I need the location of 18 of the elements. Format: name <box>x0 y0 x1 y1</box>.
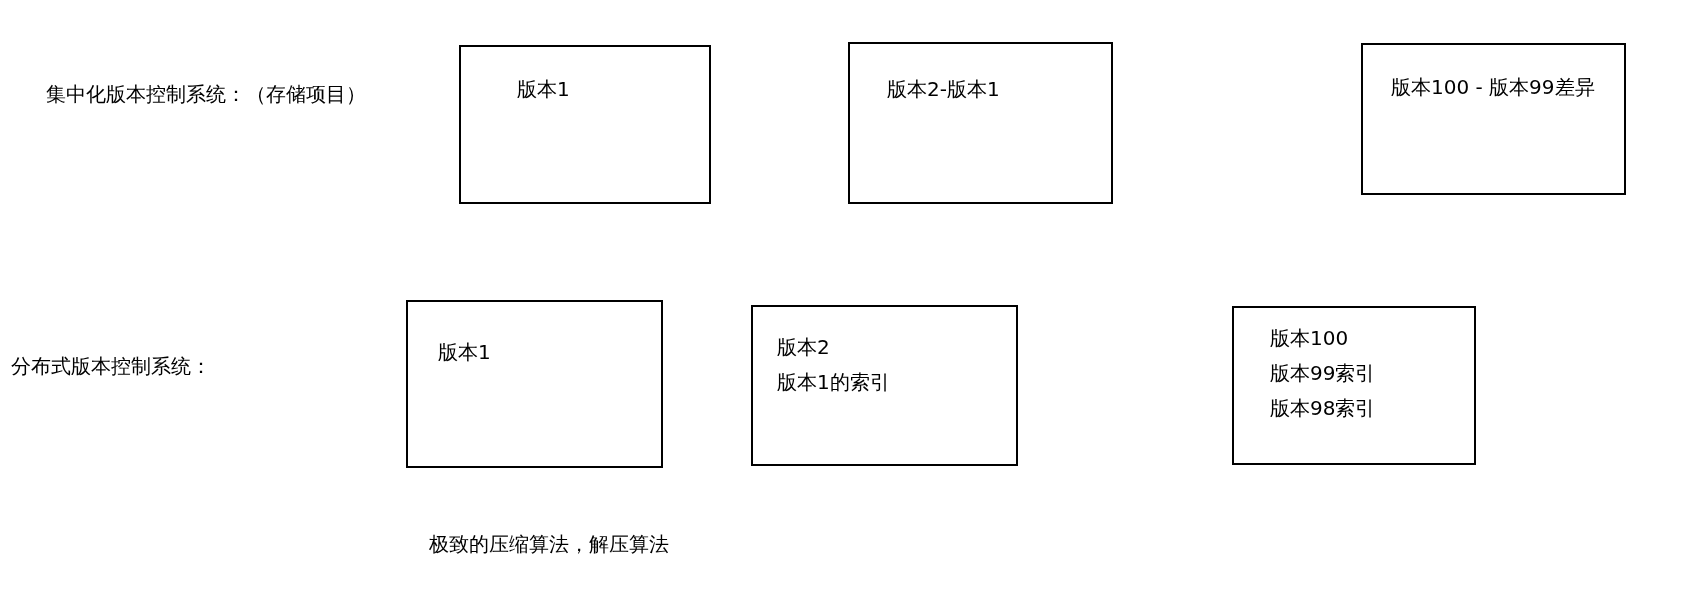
version-box <box>459 45 711 204</box>
box-text: 版本98索引 <box>1270 396 1376 420</box>
box-text: 版本99索引 <box>1270 361 1376 385</box>
box-text: 版本100 - 版本99差异 <box>1391 75 1595 99</box>
version-box <box>1232 306 1476 465</box>
box-text: 版本1 <box>438 340 491 364</box>
box-text: 版本1的索引 <box>777 370 890 394</box>
box-text: 版本2 <box>777 335 830 359</box>
version-box <box>751 305 1018 466</box>
box-text: 版本2-版本1 <box>887 77 1000 101</box>
note-text: 集中化版本控制系统：（存储项目） <box>46 82 366 106</box>
version-box <box>406 300 663 468</box>
box-text: 版本1 <box>517 77 570 101</box>
version-box <box>848 42 1113 204</box>
note-text: 分布式版本控制系统： <box>11 354 211 378</box>
box-text: 版本100 <box>1270 326 1349 350</box>
note-text: 极致的压缩算法，解压算法 <box>429 532 669 556</box>
version-box <box>1361 43 1626 195</box>
